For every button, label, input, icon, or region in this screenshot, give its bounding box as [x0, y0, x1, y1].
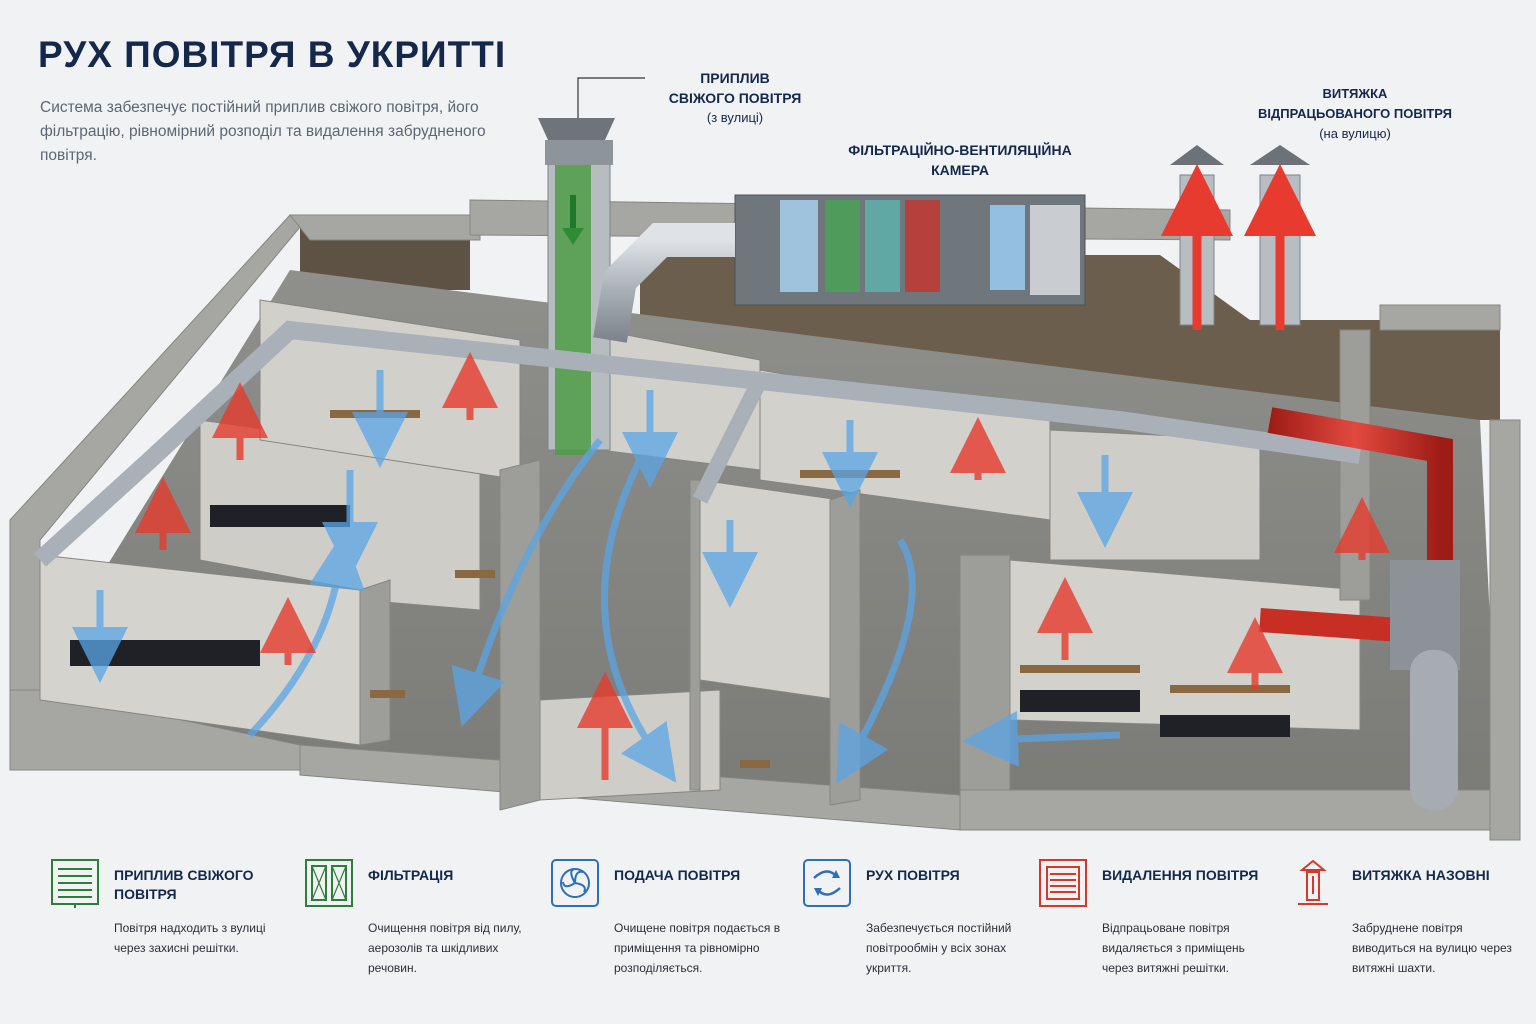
- airflow-icon: [803, 859, 851, 907]
- concrete-walls: [9, 199, 1521, 841]
- legend-title: ПОДАЧА ПОВІТРЯ: [614, 867, 741, 883]
- filtration-ventilation-unit[interactable]: [734, 194, 1086, 306]
- legend-desc: Повітря надходить з вулиці через захисні…: [114, 921, 266, 955]
- intake-callout-line1: ПРИПЛИВ: [700, 70, 770, 86]
- supply-ductwork: [33, 223, 1362, 567]
- page-title: РУХ ПОВІТРЯ В УКРИТТІ: [38, 34, 507, 75]
- intake-callout-line2: СВІЖОГО ПОВІТРЯ: [668, 90, 802, 106]
- exhaust-callout-line2: ВІДПРАЦЬОВАНОГО ПОВІТРЯ: [1258, 106, 1452, 121]
- legend-title: ВИДАЛЕННЯ ПОВІТРЯ: [1102, 867, 1259, 883]
- legend-title: ВИТЯЖКА НАЗОВНІ: [1352, 867, 1490, 883]
- intake-callout-leader: [577, 77, 645, 118]
- legend-title: ФІЛЬТРАЦІЯ: [368, 867, 454, 883]
- filter-icon: [305, 859, 353, 907]
- exhaust-callout: ВИТЯЖКА ВІДПРАЦЬОВАНОГО ПОВІТРЯ (на вули…: [1240, 84, 1470, 144]
- exhaust-callout-line1: ВИТЯЖКА: [1322, 86, 1388, 101]
- filter-callout-line1: ФІЛЬТРАЦІЙНО-ВЕНТИЛЯЦІЙНА: [848, 142, 1072, 158]
- exhaust-ductwork: [1259, 407, 1460, 810]
- page-subtitle: Система забезпечує постійний приплив сві…: [40, 99, 486, 164]
- chimney-icon: [1298, 859, 1328, 905]
- legend-title: РУХ ПОВІТРЯ: [866, 867, 960, 883]
- fresh-air-intake-shaft[interactable]: [538, 118, 615, 455]
- exhaust-grille-icon: [1039, 859, 1087, 907]
- legend-desc: Очищене повітря подається в приміщення т…: [614, 921, 781, 975]
- legend-desc: Відпрацьоване повітря видаляється з прим…: [1102, 921, 1245, 975]
- grille-icon: [51, 859, 99, 908]
- legend-title: ПРИПЛИВ СВІЖОГО ПОВІТРЯ: [114, 867, 254, 902]
- intake-callout: ПРИПЛИВ СВІЖОГО ПОВІТРЯ (з вулиці): [650, 68, 820, 128]
- filter-callout-line2: КАМЕРА: [931, 162, 989, 178]
- legend-desc: Очищення повітря від пилу, аерозолів та …: [368, 921, 522, 975]
- shelter-cutaway-diagram: [9, 77, 1521, 841]
- intake-callout-note: (з вулиці): [706, 110, 764, 125]
- exhaust-airflow-arrows: [135, 352, 1390, 780]
- fan-icon: [551, 859, 599, 907]
- exhaust-callout-note: (на вулицю): [1319, 126, 1391, 141]
- exhaust-chimneys[interactable]: [1161, 145, 1316, 330]
- legend-desc: Забруднене повітря виводиться на вулицю …: [1352, 921, 1512, 975]
- legend-desc: Забезпечується постійний повітрообмін у …: [866, 921, 1012, 975]
- supply-airflow-arrows: [72, 370, 1133, 785]
- filter-unit-callout: ФІЛЬТРАЦІЙНО-ВЕНТИЛЯЦІЙНА КАМЕРА: [840, 140, 1080, 180]
